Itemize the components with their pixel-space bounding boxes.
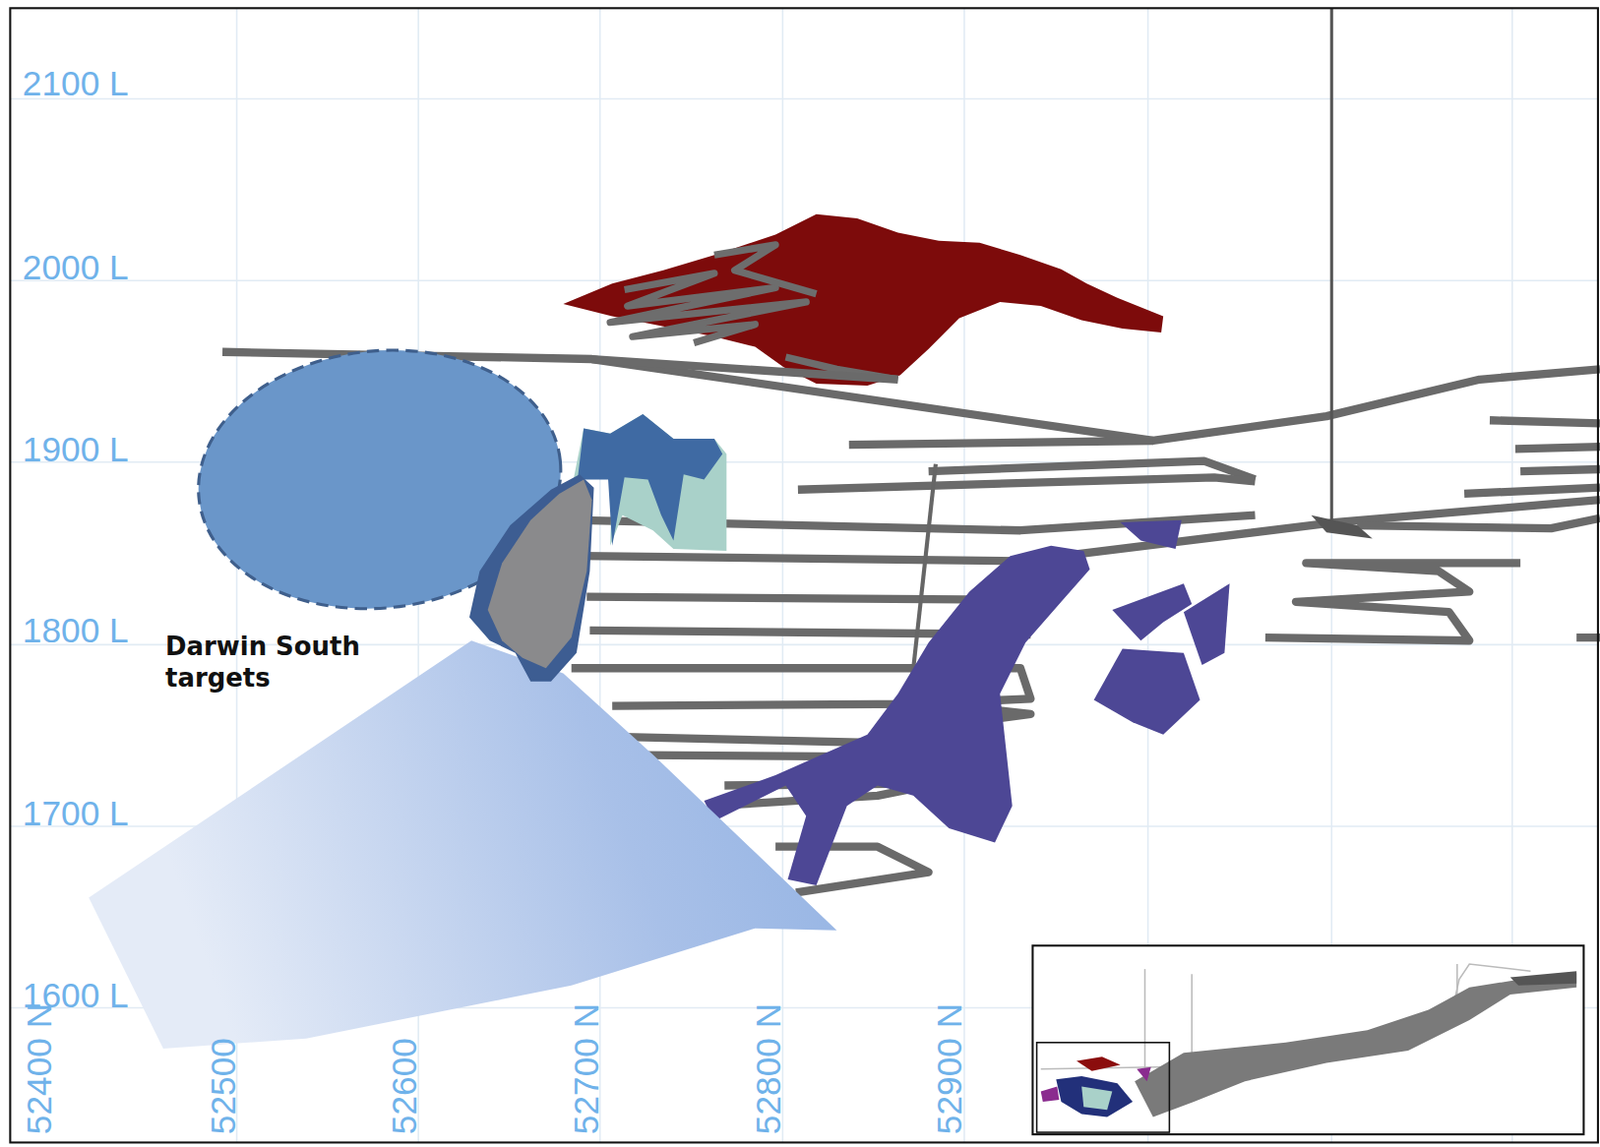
northing-label: 52500 [204,1038,240,1135]
level-label: 1800 L [22,613,129,648]
northing-label: 52900 N [931,1003,967,1135]
level-label: 1900 L [22,431,129,467]
northing-label: 52600 [386,1038,422,1135]
northing-label: 52400 N [21,1003,57,1135]
level-label: 1700 L [22,796,129,831]
northing-label: 52700 N [568,1003,604,1135]
level-label: 2000 L [22,249,129,285]
target-note: Darwin South targets [165,630,390,695]
level-label: 2100 L [22,65,129,101]
northing-label: 52800 N [750,1003,786,1135]
